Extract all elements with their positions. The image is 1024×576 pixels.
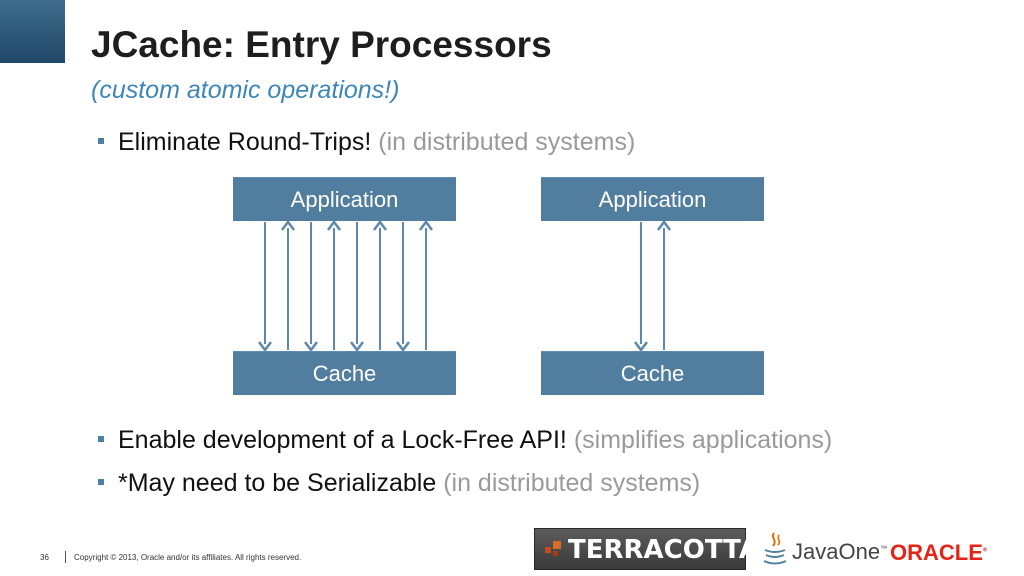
javaone-wordmark: JavaOne™ xyxy=(792,539,888,564)
bullet-marker xyxy=(98,138,104,144)
page-number: 36 xyxy=(40,553,49,562)
copyright-text: Copyright © 2013, Oracle and/or its affi… xyxy=(74,553,302,562)
bullet-aside-text: (in distributed systems) xyxy=(436,469,701,497)
request-arrow-down xyxy=(258,222,272,353)
response-arrow-up xyxy=(327,219,341,350)
bullet-aside-text: (simplifies applications) xyxy=(566,426,833,454)
slide-subtitle: (custom atomic operations!) xyxy=(91,76,400,104)
application-box-left: Application xyxy=(233,177,456,221)
bullet-main-text: *May need to be Serializable xyxy=(118,469,437,497)
terracotta-mark-icon xyxy=(545,541,563,557)
response-arrow-up xyxy=(373,219,387,350)
oracle-wordmark: ORACLE xyxy=(890,540,983,565)
cache-box-right: Cache xyxy=(541,351,764,395)
request-arrow-down xyxy=(304,222,318,353)
application-box-right: Application xyxy=(541,177,764,221)
bullet-aside-text: (in distributed systems) xyxy=(371,128,636,156)
java-cup-icon xyxy=(763,532,787,565)
response-arrow-up xyxy=(657,219,671,350)
footer-divider xyxy=(65,551,66,563)
slide-title: JCache: Entry Processors xyxy=(91,24,552,65)
bullet-marker xyxy=(98,479,104,485)
terracotta-wordmark: TERRACOTTA xyxy=(568,535,760,565)
response-arrow-up xyxy=(419,219,433,350)
terracotta-logo: TERRACOTTA xyxy=(534,528,759,570)
request-arrow-down xyxy=(396,222,410,353)
corner-accent-block xyxy=(0,0,65,63)
javaone-logo: JavaOne™ xyxy=(760,530,887,570)
bullet-main-text: Eliminate Round-Trips! xyxy=(118,128,372,156)
cache-box-left: Cache xyxy=(233,351,456,395)
request-arrow-down xyxy=(350,222,364,353)
response-arrow-up xyxy=(281,219,295,350)
oracle-logo: ORACLE® xyxy=(890,540,988,565)
bullet-main-text: Enable development of a Lock-Free API! xyxy=(118,426,567,454)
request-arrow-down xyxy=(634,222,648,353)
bullet-marker xyxy=(98,436,104,442)
